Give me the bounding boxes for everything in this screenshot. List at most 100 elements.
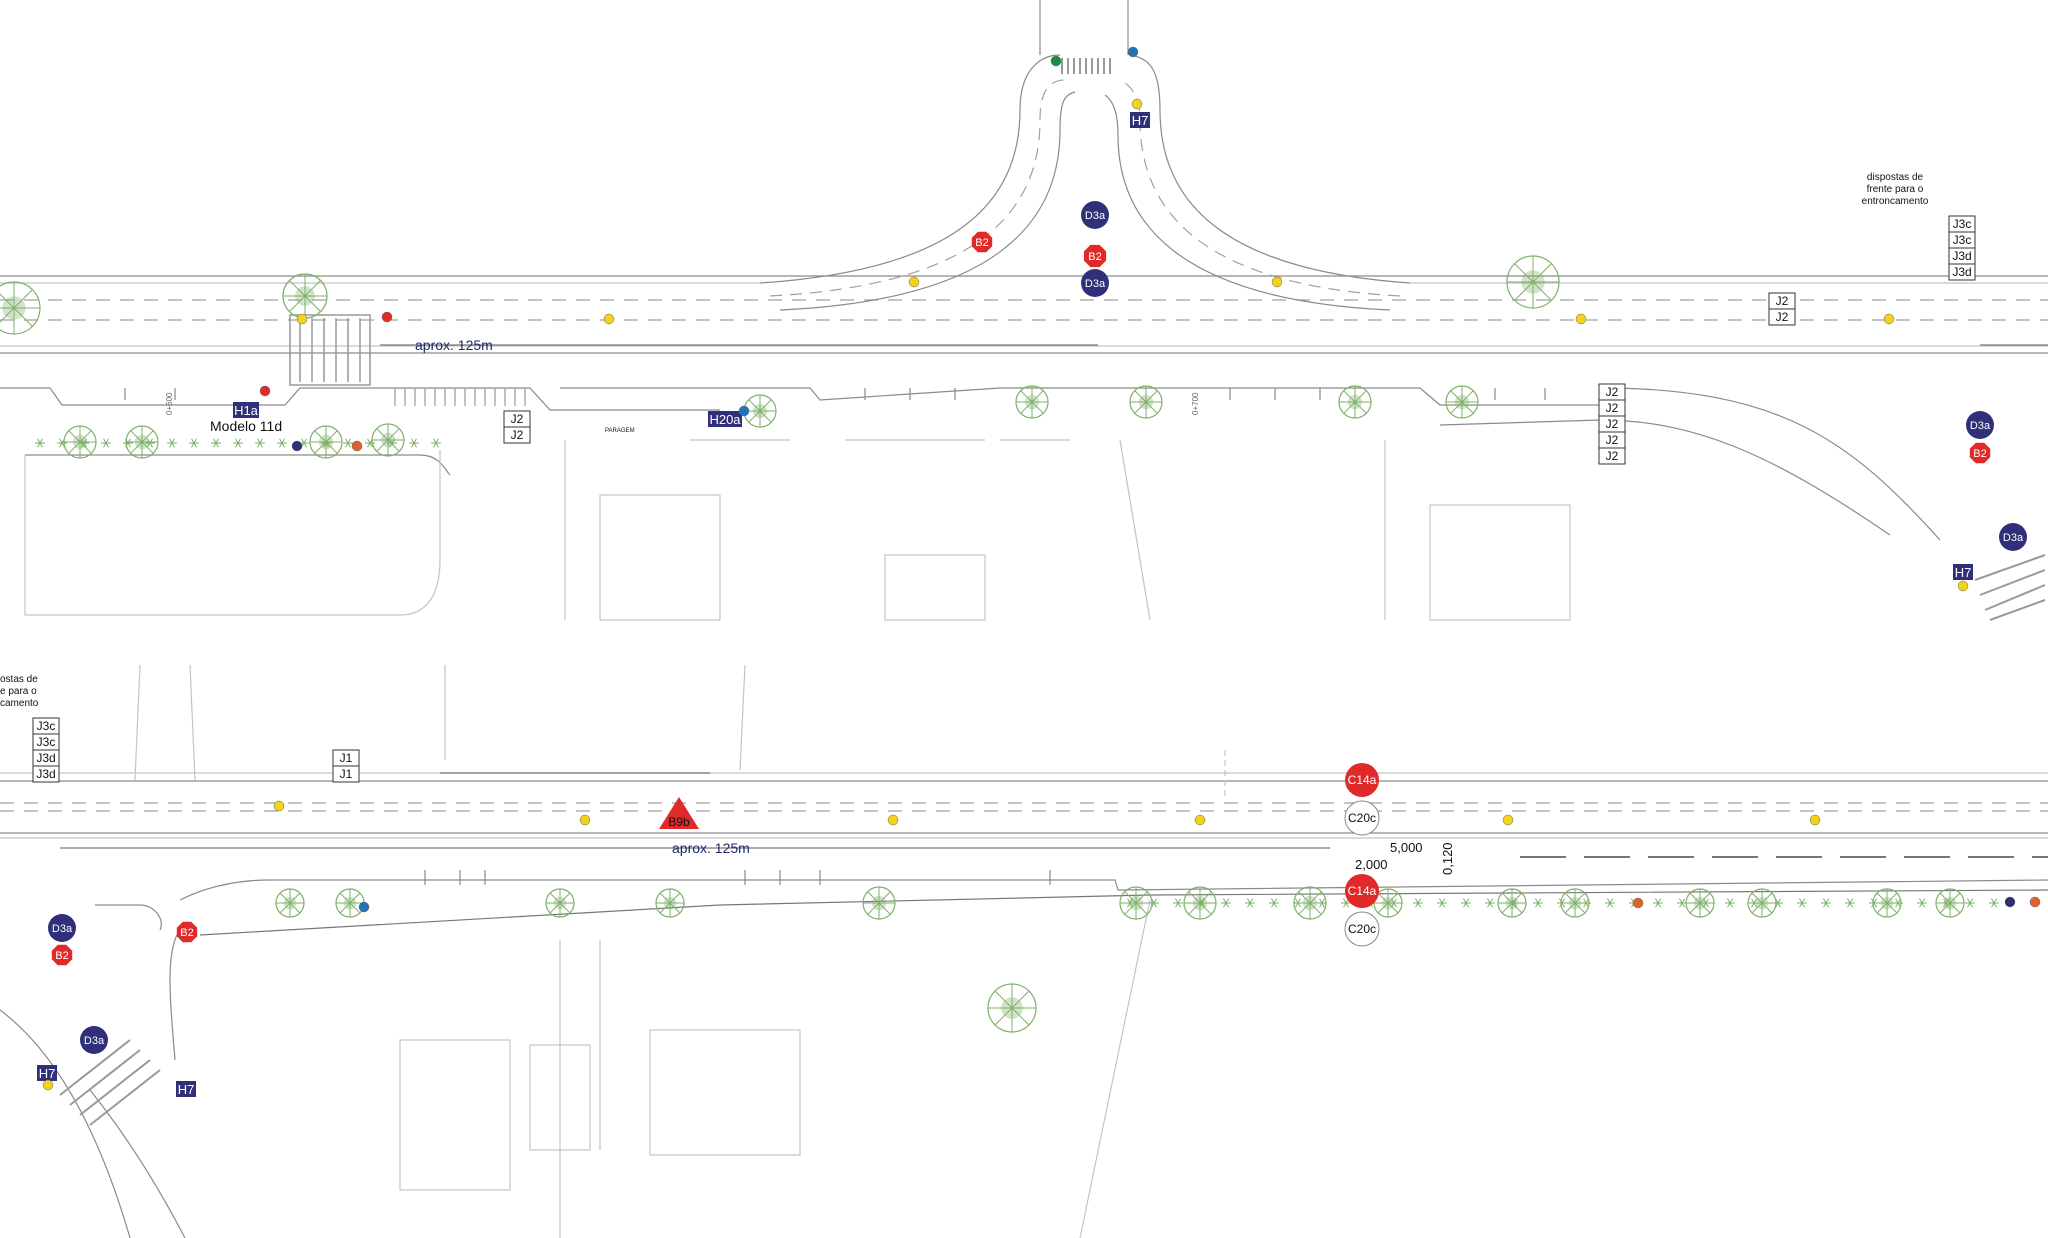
marker-dot xyxy=(1957,580,1969,592)
sign-d3a: D3a xyxy=(80,1026,108,1054)
sign-j3c: J3c xyxy=(32,717,60,735)
svg-text:J3d: J3d xyxy=(36,751,55,765)
sign-h7: H7 xyxy=(1130,112,1150,128)
svg-text:H7: H7 xyxy=(178,1082,195,1097)
shrub-icon xyxy=(1749,898,1759,908)
tree-icon xyxy=(125,425,159,459)
marker-dot xyxy=(1127,46,1139,58)
marker-dot xyxy=(291,440,303,452)
shrub-icon xyxy=(145,438,155,448)
sign-j3c: J3c xyxy=(32,733,60,751)
svg-text:B2: B2 xyxy=(180,927,193,939)
shrub-icon xyxy=(1797,898,1807,908)
sign-j3d: J3d xyxy=(1948,263,1976,281)
sign-b2: B2 xyxy=(1083,244,1107,268)
top-panel xyxy=(0,0,2048,621)
sign-j1: J1 xyxy=(332,765,360,783)
svg-text:J2: J2 xyxy=(1606,401,1619,415)
signs: D3aB2D3aD3aB2D3aD3aB2D3aC14aC20cC14aC20c… xyxy=(32,112,2027,1097)
marker-dot xyxy=(273,800,285,812)
marker-dot xyxy=(381,311,393,323)
dim-2000: 2,000 xyxy=(1355,857,1388,872)
shrub-icon xyxy=(387,438,397,448)
sign-d3a: D3a xyxy=(1081,269,1109,297)
svg-text:J3c: J3c xyxy=(1953,217,1972,231)
sign-j2: J2 xyxy=(1598,415,1626,433)
shrub-icon xyxy=(1173,898,1183,908)
modelo-label: Modelo 11d xyxy=(210,418,282,434)
shrub-icon xyxy=(1893,898,1903,908)
sign-c14a: C14a xyxy=(1345,874,1379,908)
shrub-icon xyxy=(1845,898,1855,908)
marker-dot xyxy=(2029,896,2041,908)
sign-j3c: J3c xyxy=(1948,231,1976,249)
shrub-icon xyxy=(79,438,89,448)
svg-text:J3d: J3d xyxy=(1952,249,1971,263)
svg-text:J1: J1 xyxy=(340,767,353,781)
sign-b2: B2 xyxy=(1969,442,1991,464)
tree-icon xyxy=(545,888,575,918)
sign-c20c: C20c xyxy=(1344,800,1380,836)
svg-text:J2: J2 xyxy=(1606,417,1619,431)
chainage-600: 0+600 xyxy=(165,392,174,415)
shrub-icon xyxy=(233,438,243,448)
sign-h7: H7 xyxy=(176,1081,196,1097)
tree-icon xyxy=(1119,886,1153,920)
svg-text:D3a: D3a xyxy=(1970,420,1991,432)
tree-icon xyxy=(1338,385,1372,419)
marker-dot xyxy=(887,814,899,826)
shrub-icon xyxy=(343,438,353,448)
tree-icon xyxy=(1560,888,1590,918)
tree-icon xyxy=(1445,385,1479,419)
tree-icon xyxy=(335,888,365,918)
marker-dot xyxy=(1883,313,1895,325)
tree-icon xyxy=(275,888,305,918)
chainage-700: 0+700 xyxy=(1191,392,1200,415)
shrub-icon xyxy=(1269,898,1279,908)
note-top-line-1: dispostas de xyxy=(1867,172,1924,183)
svg-text:J2: J2 xyxy=(1776,310,1789,324)
svg-text:C14a: C14a xyxy=(1348,773,1377,787)
shrub-icon xyxy=(1485,898,1495,908)
svg-text:D3a: D3a xyxy=(2003,532,2024,544)
shrub-icon xyxy=(1941,898,1951,908)
sign-d3a: D3a xyxy=(48,914,76,942)
markers xyxy=(42,46,2041,1091)
shrub-icon xyxy=(1317,898,1327,908)
shrub-icon xyxy=(1677,898,1687,908)
sign-h1a: H1a xyxy=(233,402,259,418)
sign-d3a: D3a xyxy=(1966,411,1994,439)
marker-dot xyxy=(1575,313,1587,325)
shrub-icon xyxy=(1509,898,1519,908)
svg-text:J2: J2 xyxy=(1606,385,1619,399)
marker-dot xyxy=(1050,55,1062,67)
svg-text:H7: H7 xyxy=(39,1066,56,1081)
tree-icon xyxy=(987,983,1037,1033)
svg-text:D3a: D3a xyxy=(1085,278,1106,290)
svg-text:B2: B2 xyxy=(55,950,68,962)
svg-text:B2: B2 xyxy=(1088,251,1101,263)
shrub-icon xyxy=(1413,898,1423,908)
marker-dot xyxy=(351,440,363,452)
svg-text:J2: J2 xyxy=(511,428,524,442)
svg-text:H7: H7 xyxy=(1955,565,1972,580)
svg-text:J2: J2 xyxy=(511,412,524,426)
shrub-icon xyxy=(1701,898,1711,908)
sign-j2: J2 xyxy=(1768,292,1796,310)
svg-text:J3c: J3c xyxy=(1953,233,1972,247)
sign-h7: H7 xyxy=(1953,564,1973,580)
shrub-icon xyxy=(277,438,287,448)
shrub-icon xyxy=(1581,898,1591,908)
sign-j2: J2 xyxy=(503,426,531,444)
shrub-icon xyxy=(1605,898,1615,908)
shrub-icon xyxy=(409,438,419,448)
svg-text:C20c: C20c xyxy=(1348,811,1376,825)
sign-c14a: C14a xyxy=(1345,763,1379,797)
shrub-icon xyxy=(1989,898,1999,908)
labels: aprox. 125m aprox. 125m Modelo 11d dispo… xyxy=(0,172,1929,875)
shrub-icon xyxy=(57,438,67,448)
tree-icon xyxy=(309,425,343,459)
tree-icon xyxy=(1015,385,1049,419)
svg-text:H1a: H1a xyxy=(234,403,259,418)
shrub-icon xyxy=(1125,898,1135,908)
